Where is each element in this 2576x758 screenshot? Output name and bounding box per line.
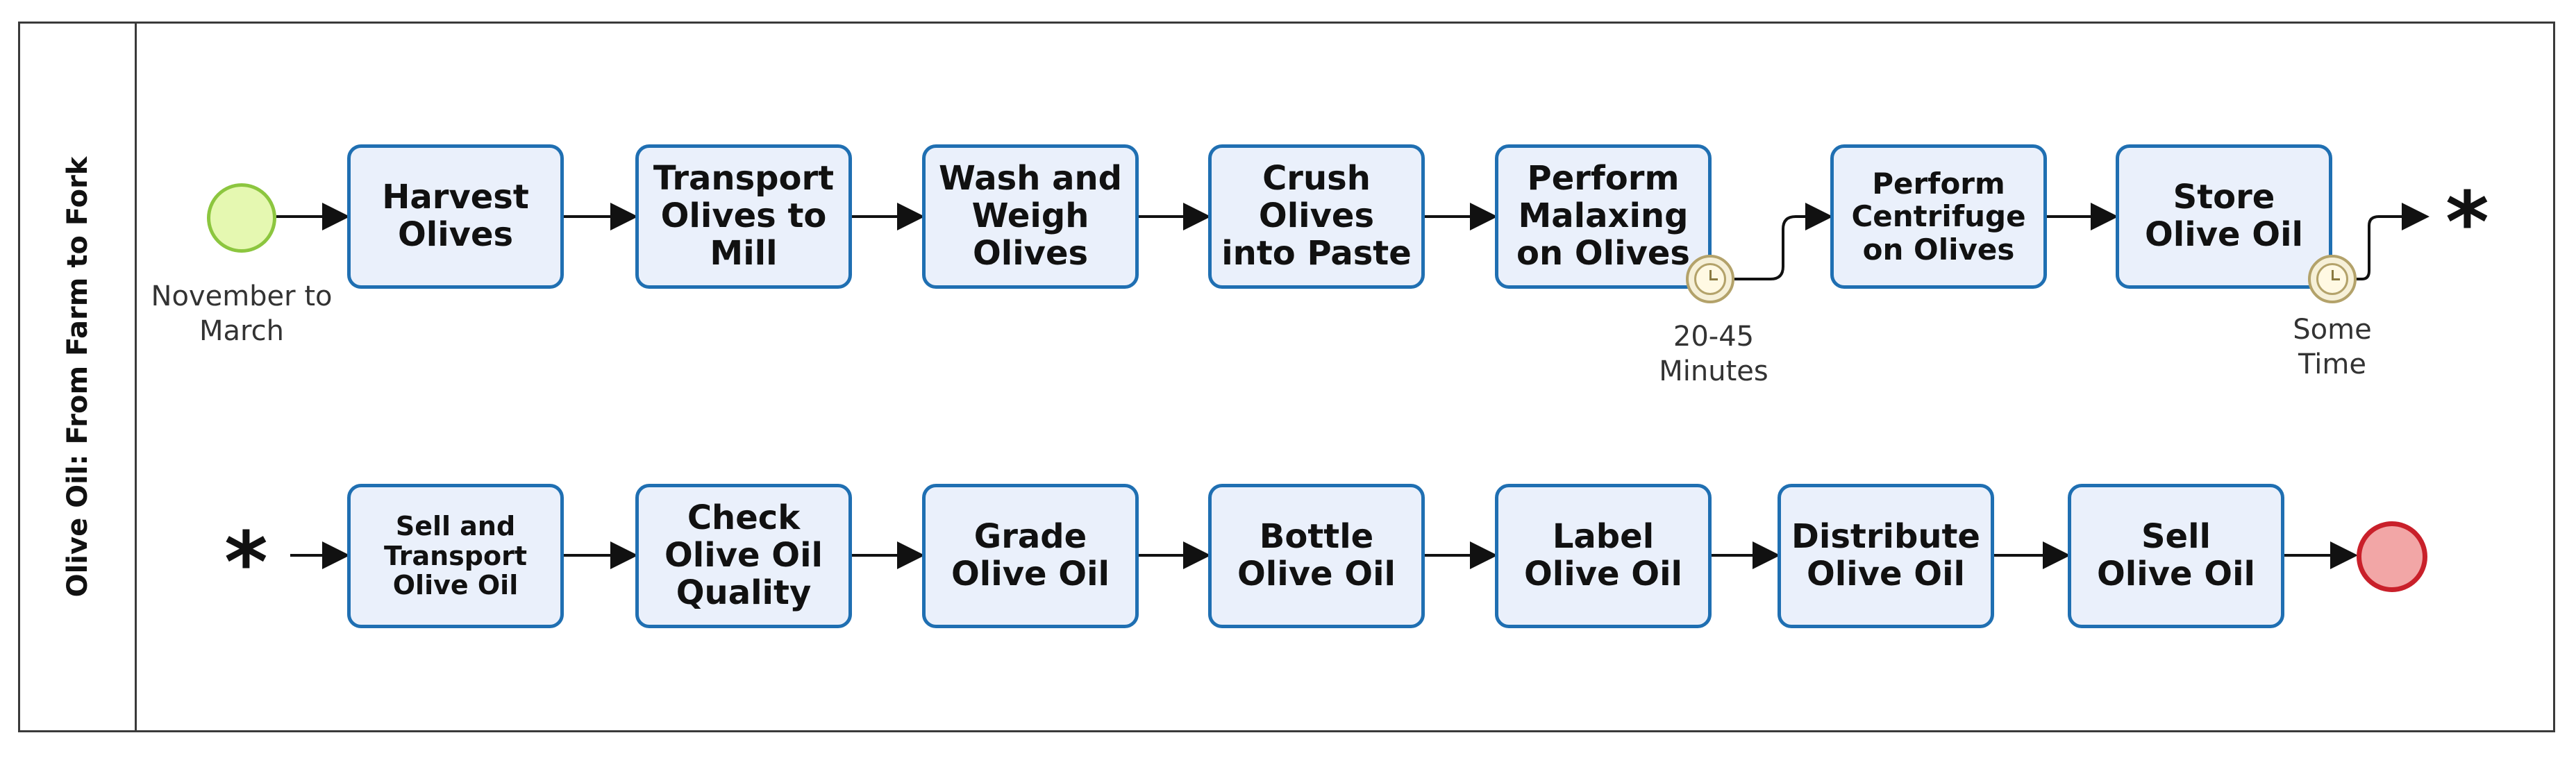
task-label: Transport Olives to Mill (653, 159, 835, 273)
clock-icon (1694, 263, 1726, 295)
task-label: Wash and Weigh Olives (939, 159, 1122, 273)
task-transport-olives-to-mill[interactable]: Transport Olives to Mill (635, 144, 852, 289)
task-distribute-olive-oil[interactable]: Distribute Olive Oil (1778, 484, 1994, 628)
timer-label-malaxing: 20-45 Minutes (1659, 321, 1768, 387)
start-event-label: November to March (151, 280, 333, 347)
task-wash-and-weigh-olives[interactable]: Wash and Weigh Olives (922, 144, 1139, 289)
timer-event-icon[interactable] (2308, 255, 2357, 303)
task-label-olive-oil[interactable]: Label Olive Oil (1495, 484, 1712, 628)
task-label: Sell and Transport Olive Oil (383, 511, 527, 601)
task-label: Sell Olive Oil (2097, 517, 2255, 593)
task-label: Check Olive Oil Quality (664, 498, 823, 612)
timer-label-store: Some Time (2293, 314, 2372, 380)
task-bottle-olive-oil[interactable]: Bottle Olive Oil (1208, 484, 1425, 628)
timer-event-icon[interactable] (1686, 255, 1734, 303)
link-catch-event-icon[interactable]: * (224, 515, 268, 612)
task-label: Distribute Olive Oil (1791, 517, 1980, 593)
task-harvest-olives[interactable]: Harvest Olives (347, 144, 564, 289)
task-check-olive-oil-quality[interactable]: Check Olive Oil Quality (635, 484, 852, 628)
flow-timer1-to-centrifuge (1734, 203, 1833, 280)
end-event[interactable] (2357, 521, 2427, 592)
task-sell-and-transport-olive-oil[interactable]: Sell and Transport Olive Oil (347, 484, 564, 628)
task-perform-centrifuge[interactable]: Perform Centrifuge on Olives (1830, 144, 2047, 289)
task-label: Label Olive Oil (1524, 517, 1682, 593)
task-label: Store Olive Oil (2145, 178, 2303, 254)
task-crush-olives-into-paste[interactable]: Crush Olives into Paste (1208, 144, 1425, 289)
start-event[interactable] (207, 183, 276, 253)
task-label: Crush Olives into Paste (1221, 159, 1412, 273)
pool-header-divider (135, 22, 137, 732)
task-sell-olive-oil[interactable]: Sell Olive Oil (2068, 484, 2284, 628)
task-label: Bottle Olive Oil (1237, 517, 1396, 593)
task-label: Perform Centrifuge on Olives (1851, 167, 2026, 267)
task-label: Harvest Olives (382, 178, 529, 254)
task-label: Perform Malaxing on Olives (1516, 159, 1690, 273)
flow-timer2-to-link (2357, 203, 2429, 280)
task-label: Grade Olive Oil (951, 517, 1110, 593)
task-store-olive-oil[interactable]: Store Olive Oil (2116, 144, 2332, 289)
task-perform-malaxing[interactable]: Perform Malaxing on Olives (1495, 144, 1712, 289)
task-grade-olive-oil[interactable]: Grade Olive Oil (922, 484, 1139, 628)
link-throw-event-icon[interactable]: * (2445, 175, 2489, 271)
clock-icon (2316, 263, 2348, 295)
